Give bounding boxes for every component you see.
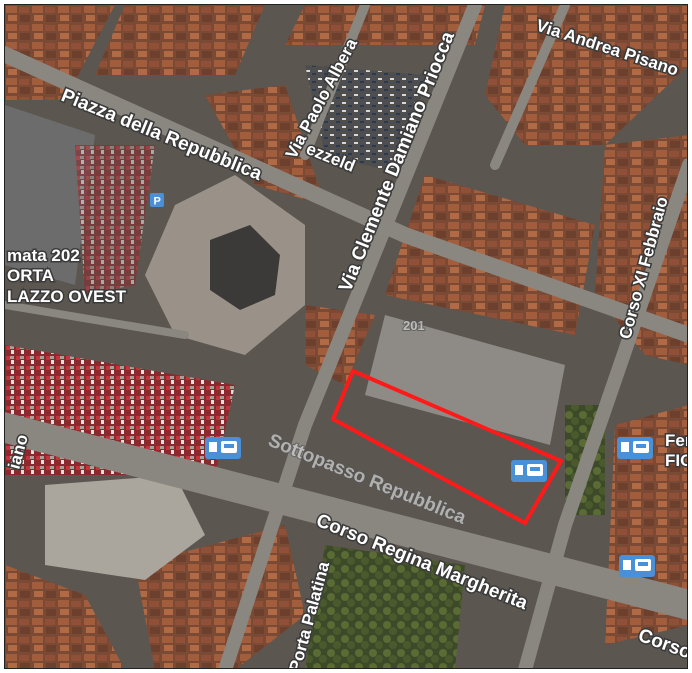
poi-labels: mata 202 ORTA LAZZO OVEST Fer FIO: [6, 245, 688, 472]
svg-text:P: P: [154, 196, 161, 208]
flat-roof-left: [5, 105, 95, 285]
tram-icon[interactable]: [619, 555, 655, 577]
park-area: [305, 545, 465, 668]
market-stalls-top: [75, 145, 155, 295]
map-canvas[interactable]: Piazza della Repubblica ezzeld Via Paolo…: [5, 5, 688, 669]
octagon-courtyard: [210, 225, 280, 310]
tram-icon[interactable]: [205, 437, 241, 459]
poi-right-line1: Fer: [665, 431, 688, 450]
highlighted-building-outline[interactable]: [330, 368, 564, 526]
poi-tram-line3: LAZZO OVEST: [7, 287, 127, 306]
tram-icon[interactable]: [511, 460, 547, 482]
poi-tram-line1: mata 202: [7, 246, 80, 265]
roads: [5, 5, 687, 668]
parking-icon[interactable]: P: [150, 193, 164, 208]
building-bottom-left: [45, 475, 205, 580]
flat-roof-right: [365, 315, 565, 445]
label-faint-number: 201: [403, 318, 425, 333]
poi-right-line2: FIO: [665, 451, 688, 470]
tram-icon[interactable]: [617, 437, 653, 459]
poi-tram-line2: ORTA: [7, 266, 54, 285]
satellite-map[interactable]: Piazza della Repubblica ezzeld Via Paolo…: [4, 4, 688, 669]
